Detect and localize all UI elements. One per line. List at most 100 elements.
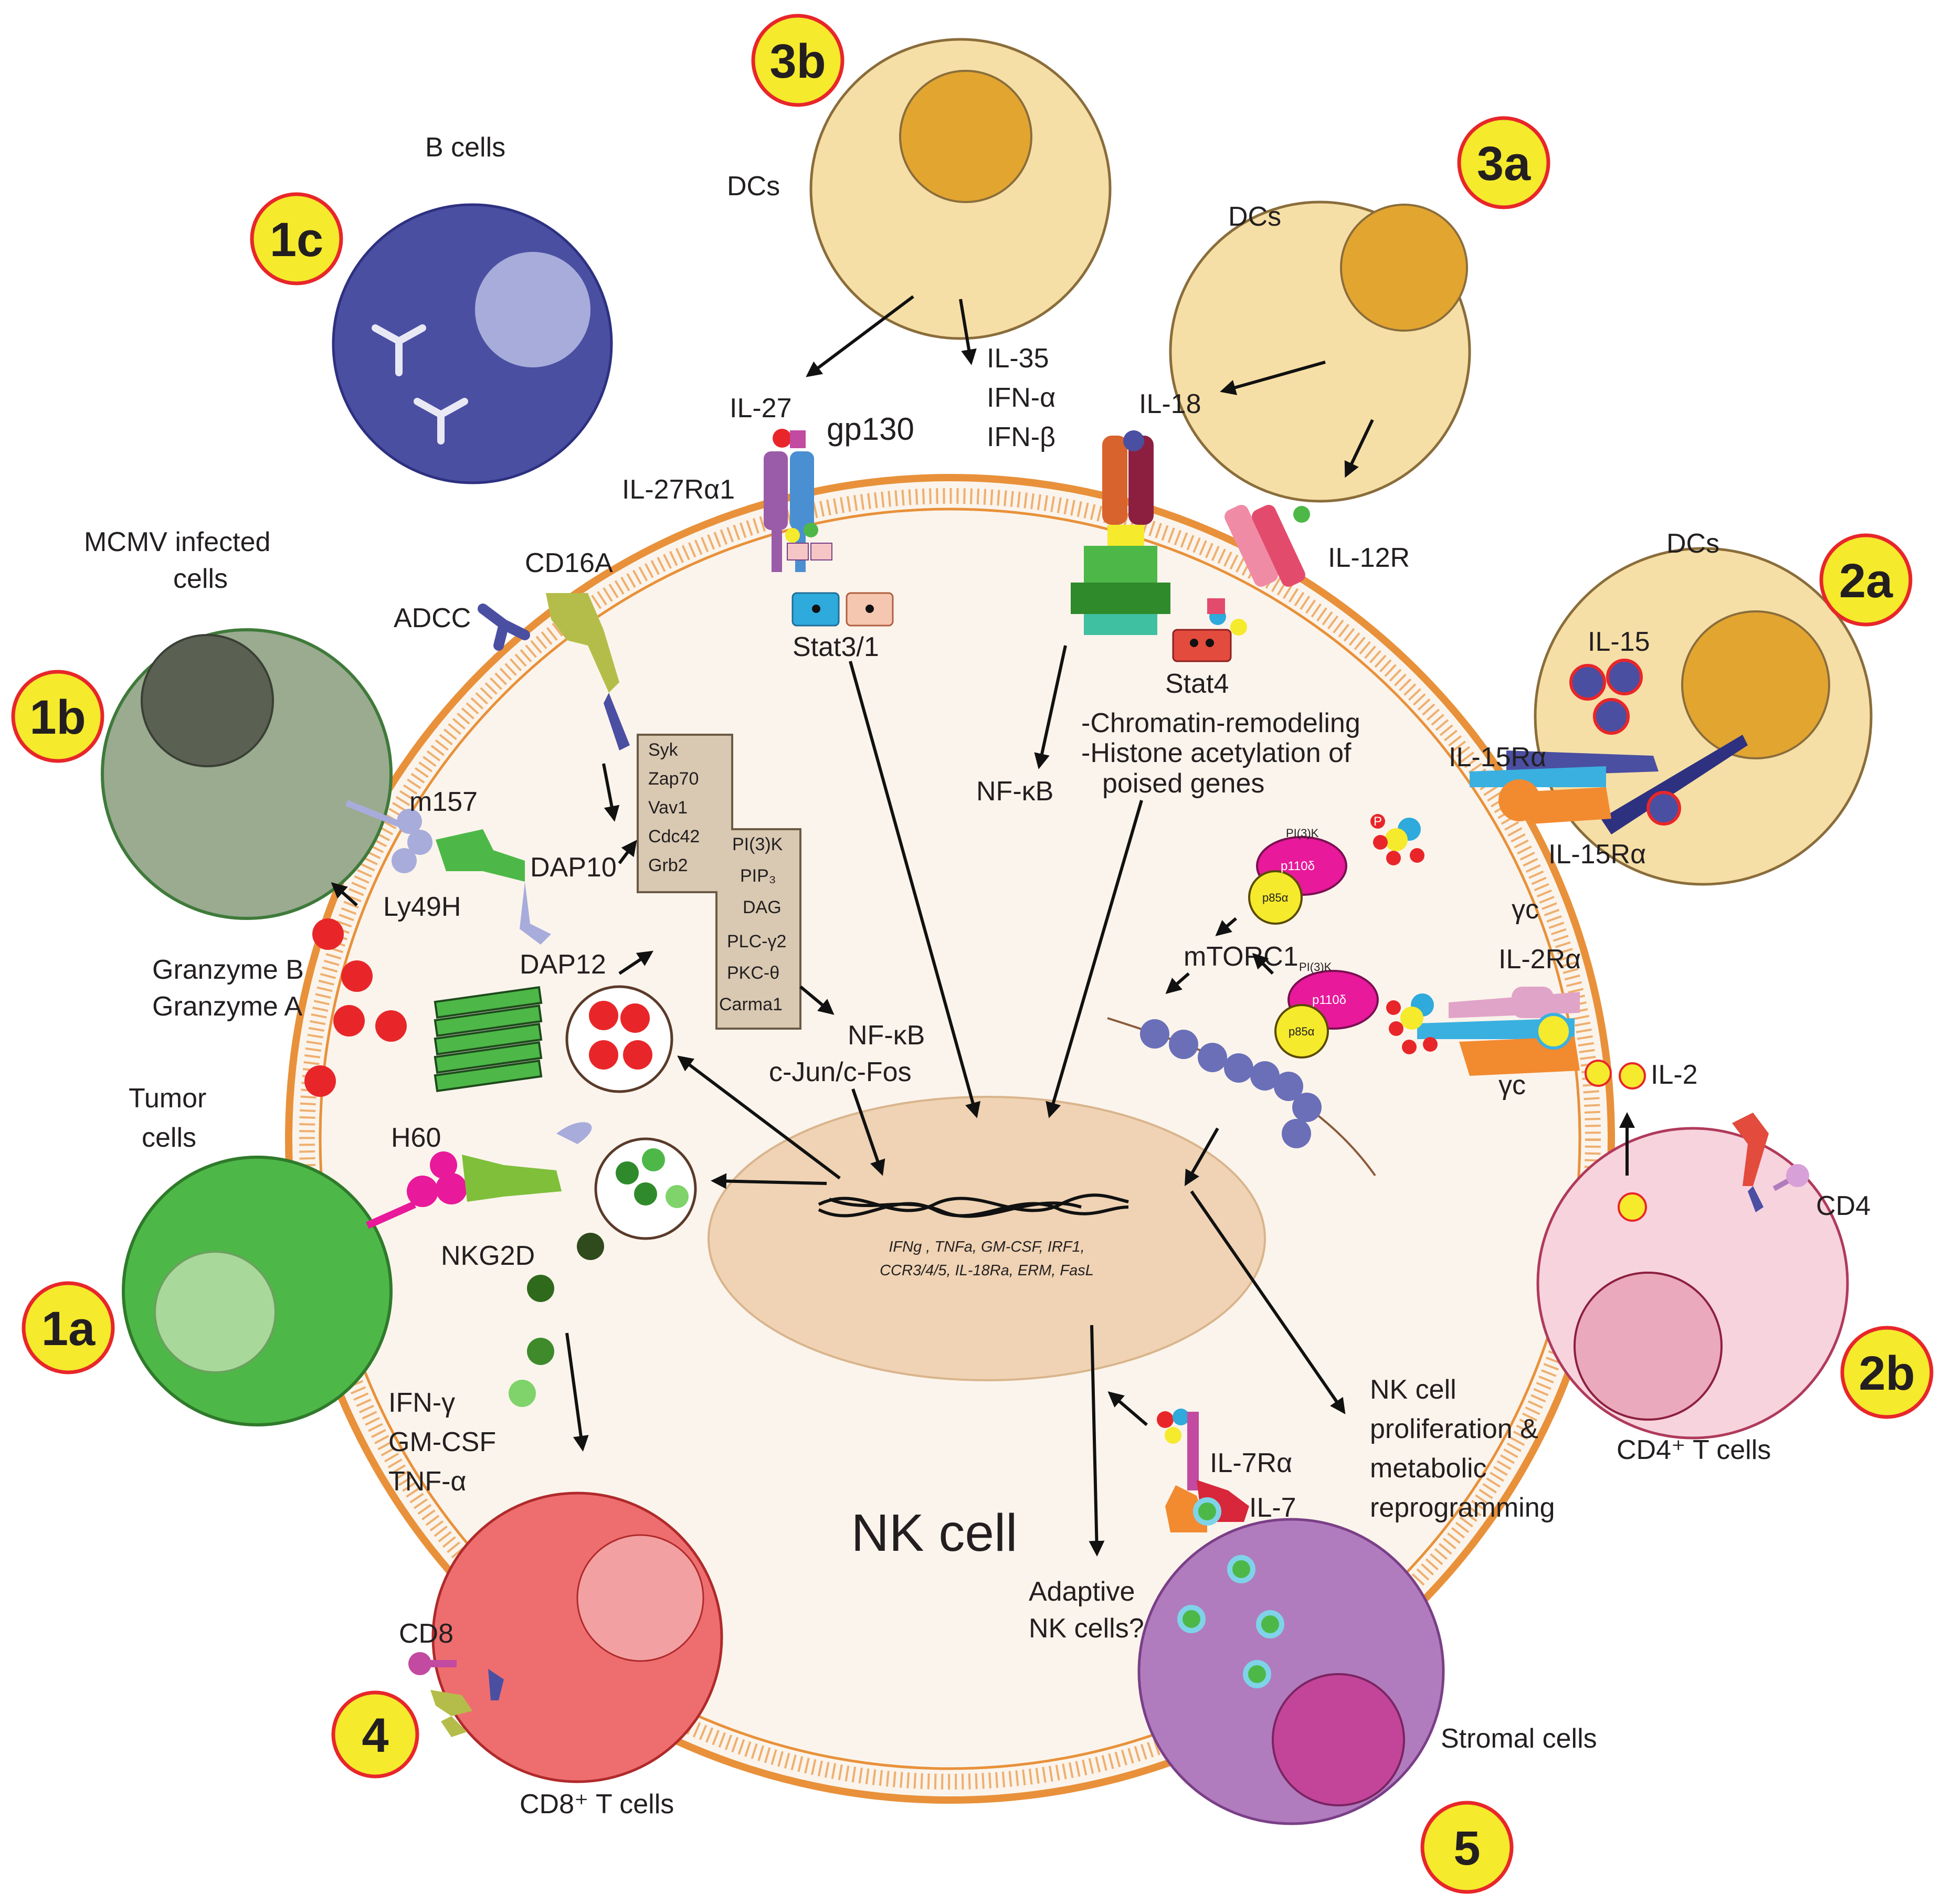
il2-cytokines xyxy=(1585,1060,1646,1089)
il35-label: IL-35 xyxy=(987,343,1049,374)
il15ra-top-label: IL-15Rα xyxy=(1449,742,1546,773)
tumor-label-line1: Tumor xyxy=(129,1083,206,1114)
cd16a-label: CD16A xyxy=(525,548,613,578)
tumor-label-line2: cells xyxy=(142,1123,196,1153)
cd8-tcr-complex xyxy=(408,1652,504,1737)
badge-1b: 1b xyxy=(11,670,104,763)
sig-cdc42: Cdc42 xyxy=(648,827,700,847)
dcs-3b-label: DCs xyxy=(727,171,780,202)
badge-3b: 3b xyxy=(751,14,844,107)
gp130-label: gp130 xyxy=(827,411,914,447)
svg-text:3a: 3a xyxy=(1477,137,1531,191)
badge-1c: 1c xyxy=(250,192,343,285)
chromatin-note-1: -Chromatin-remodeling xyxy=(1081,708,1360,738)
il12-receptor xyxy=(1207,504,1310,636)
badge-3a: 3a xyxy=(1457,116,1550,209)
m157-ly49h-complex xyxy=(345,800,551,945)
il27ra1-label: IL-27Rα1 xyxy=(622,474,735,505)
cd8-t-cells-label: CD8⁺ T cells xyxy=(520,1789,674,1820)
mtorc1-label: mTORC1 xyxy=(1184,942,1299,972)
p-sites-top: P xyxy=(1370,814,1424,865)
il2-receptor-complex xyxy=(1400,987,1580,1076)
dap12-label: DAP12 xyxy=(520,949,606,980)
sig-syk: Syk xyxy=(648,740,679,760)
cd8-label: CD8 xyxy=(399,1619,453,1649)
b-cells-label: B cells xyxy=(425,132,505,163)
h60-nkg2d-complex xyxy=(366,1122,592,1229)
sig-pkct: PKC-θ xyxy=(727,963,779,983)
mcmv-infected-cell xyxy=(101,628,393,920)
svg-text:1c: 1c xyxy=(270,213,323,267)
sig-carma1: Carma1 xyxy=(719,995,783,1014)
dcs-3a-label: DCs xyxy=(1228,202,1281,232)
pi3k-bottom: PI(3)K p110δ p85α xyxy=(1274,960,1379,1059)
sig-grb2: Grb2 xyxy=(648,855,688,875)
stromal-cells-label: Stromal cells xyxy=(1441,1723,1597,1754)
badge-2b: 2b xyxy=(1840,1326,1934,1419)
il15ra-bottom-label: IL-15Rα xyxy=(1548,839,1646,870)
stat4-dimer xyxy=(1172,629,1232,662)
il7-receptor xyxy=(1157,1409,1249,1532)
il15-receptor-complex xyxy=(1385,735,1748,851)
stat31-dimer xyxy=(791,592,894,627)
dcs-2a-label: DCs xyxy=(1666,528,1719,559)
tumor-cell xyxy=(122,1156,393,1426)
il18-label: IL-18 xyxy=(1139,389,1201,419)
prolif-label-line1: NK cell xyxy=(1370,1374,1456,1405)
cd4-t-cells-label: CD4⁺ T cells xyxy=(1617,1435,1771,1465)
cd4-label: CD4 xyxy=(1816,1191,1871,1221)
cd4-tcr-complex xyxy=(1732,1113,1809,1212)
ifnb-label: IFN-β xyxy=(987,422,1055,452)
dap10-label: DAP10 xyxy=(530,852,617,883)
stat4-label: Stat4 xyxy=(1165,669,1229,699)
chromatin-note-3: poised genes xyxy=(1102,768,1264,799)
svg-text:P: P xyxy=(1374,815,1382,829)
badge-5: 5 xyxy=(1420,1801,1514,1894)
svg-text:4: 4 xyxy=(362,1709,388,1762)
gamma-c-bottom-label: γc xyxy=(1498,1070,1526,1101)
il15-label: IL-15 xyxy=(1588,627,1650,657)
il2-label: IL-2 xyxy=(1651,1060,1698,1090)
sig-pi3k: PI(3)K xyxy=(732,834,783,854)
dc-cell-3b xyxy=(809,38,1112,340)
h60-label: H60 xyxy=(391,1123,441,1153)
cytokines-outside xyxy=(509,1233,604,1407)
antibody-icon xyxy=(372,324,468,445)
cd8-t-cell xyxy=(431,1492,723,1783)
gene-list-line2: CCR3/4/5, IL-18Ra, ERM, FasL xyxy=(880,1262,1094,1279)
svg-text:1b: 1b xyxy=(29,691,86,744)
svg-text:3b: 3b xyxy=(769,35,826,88)
dc-cell-3a xyxy=(1169,200,1471,503)
sig-pip3: PIP₃ xyxy=(740,866,776,886)
svg-text:p110δ: p110δ xyxy=(1312,993,1346,1007)
m157-label: m157 xyxy=(409,787,478,817)
il7ra-label: IL-7Rα xyxy=(1210,1448,1292,1478)
nfkb-top-label: NF-κB xyxy=(976,776,1053,807)
cjun-label: c-Jun/c-Fos xyxy=(769,1057,912,1087)
p-sites-bottom xyxy=(1386,1000,1438,1054)
ly49h-label: Ly49H xyxy=(383,892,461,922)
sig-plcg2: PLC-γ2 xyxy=(727,932,786,951)
ifng-label: IFN-γ xyxy=(388,1388,455,1418)
chromatin-note-2: -Histone acetylation of xyxy=(1081,738,1352,768)
granzyme-a-label: Granzyme A xyxy=(152,991,302,1022)
antibody-icon xyxy=(478,604,530,651)
mtorc1-beads xyxy=(1107,1017,1376,1177)
prolif-label-line4: reprogramming xyxy=(1370,1493,1555,1523)
arrows xyxy=(331,295,1635,1557)
svg-text:PI(3)K: PI(3)K xyxy=(1299,960,1332,974)
adcc-label: ADCC xyxy=(394,603,471,633)
nkg2d-label: NKG2D xyxy=(441,1241,535,1271)
svg-text:p85α: p85α xyxy=(1289,1025,1315,1038)
nk-nucleus xyxy=(708,1096,1266,1381)
tnfa-label: TNF-α xyxy=(388,1466,466,1497)
mcmv-label-line1: MCMV infected xyxy=(84,527,270,557)
il18-receptor xyxy=(1071,430,1170,635)
il7-label: IL-7 xyxy=(1249,1493,1296,1523)
badge-1a: 1a xyxy=(22,1281,115,1374)
il27-receptor xyxy=(764,429,832,572)
granzyme-granule xyxy=(565,985,673,1093)
svg-text:p110δ: p110δ xyxy=(1281,859,1315,873)
dc-cell-2a xyxy=(1534,547,1873,886)
